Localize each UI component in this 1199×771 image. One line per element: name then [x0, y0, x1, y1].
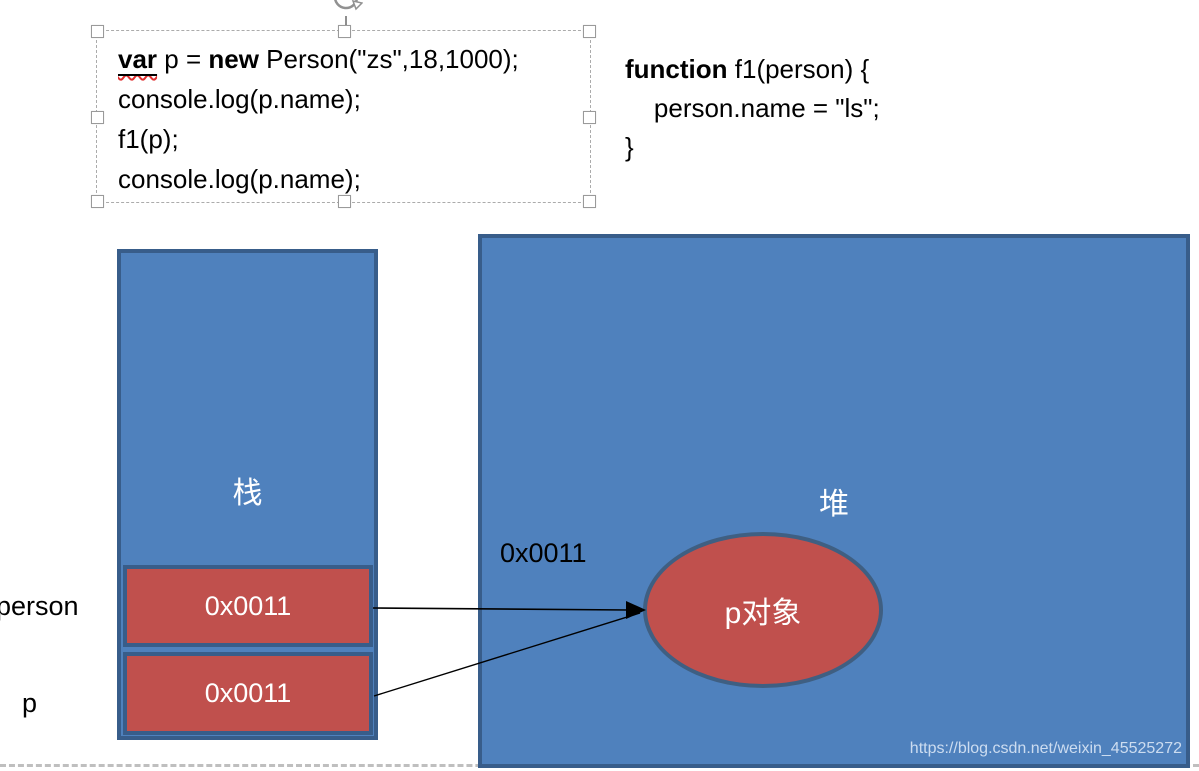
stack-rectangle[interactable]: 栈 0x0011 0x0011 [117, 249, 378, 740]
code-line-2: console.log(p.name); [118, 84, 361, 114]
heap-address-text: 0x0011 [500, 538, 587, 568]
watermark-url: https://blog.csdn.net/weixin_45525272 [909, 740, 1182, 757]
stack-slot-person[interactable]: 0x0011 [123, 565, 373, 647]
slot-p-value: 0x0011 [204, 678, 292, 708]
resize-handle-top-middle[interactable] [338, 25, 351, 38]
resize-handle-top-right[interactable] [583, 25, 596, 38]
function-snippet: function f1(person) { person.name = "ls"… [625, 50, 880, 167]
slot-person-value: 0x0011 [204, 590, 292, 621]
resize-handle-top-left[interactable] [91, 25, 104, 38]
stack-label: 栈 [232, 476, 263, 510]
resize-handle-bottom-left[interactable] [91, 195, 104, 208]
code-text: var p = new Person("zs",18,1000); consol… [118, 39, 519, 199]
stack-slot-p[interactable]: 0x0011 [123, 652, 373, 735]
heap-rectangle[interactable]: 堆 0x0011 p对象 https://blog.csdn.net/weixi… [478, 234, 1190, 768]
p-object-ellipse[interactable]: p对象 [643, 532, 883, 688]
function-line-3: } [625, 132, 634, 162]
resize-handle-bottom-middle[interactable] [338, 195, 351, 208]
code-line-3: f1(p); [118, 124, 179, 154]
spellcheck-squiggle: var [118, 44, 157, 74]
keyword-function: function [625, 54, 728, 84]
function-line-1: function f1(person) { [625, 54, 870, 84]
rotate-handle-icon[interactable] [329, 0, 363, 17]
function-line-2: person.name = "ls"; [625, 93, 880, 123]
code-line-4: console.log(p.name); [118, 164, 361, 194]
code-line-1: var p = new Person("zs",18,1000); [118, 44, 519, 74]
code-textbox[interactable]: var p = new Person("zs",18,1000); consol… [91, 25, 596, 208]
resize-handle-middle-right[interactable] [583, 111, 596, 124]
label-p: p [22, 688, 38, 718]
heap-label: 堆 [819, 488, 849, 521]
label-person: person [0, 591, 79, 621]
resize-handle-middle-left[interactable] [91, 111, 104, 124]
rotate-handle-stem [345, 16, 347, 25]
resize-handle-bottom-right[interactable] [583, 195, 596, 208]
keyword-new: new [208, 44, 259, 74]
p-object-label: p对象 [724, 597, 802, 630]
keyword-var: var [118, 44, 158, 74]
